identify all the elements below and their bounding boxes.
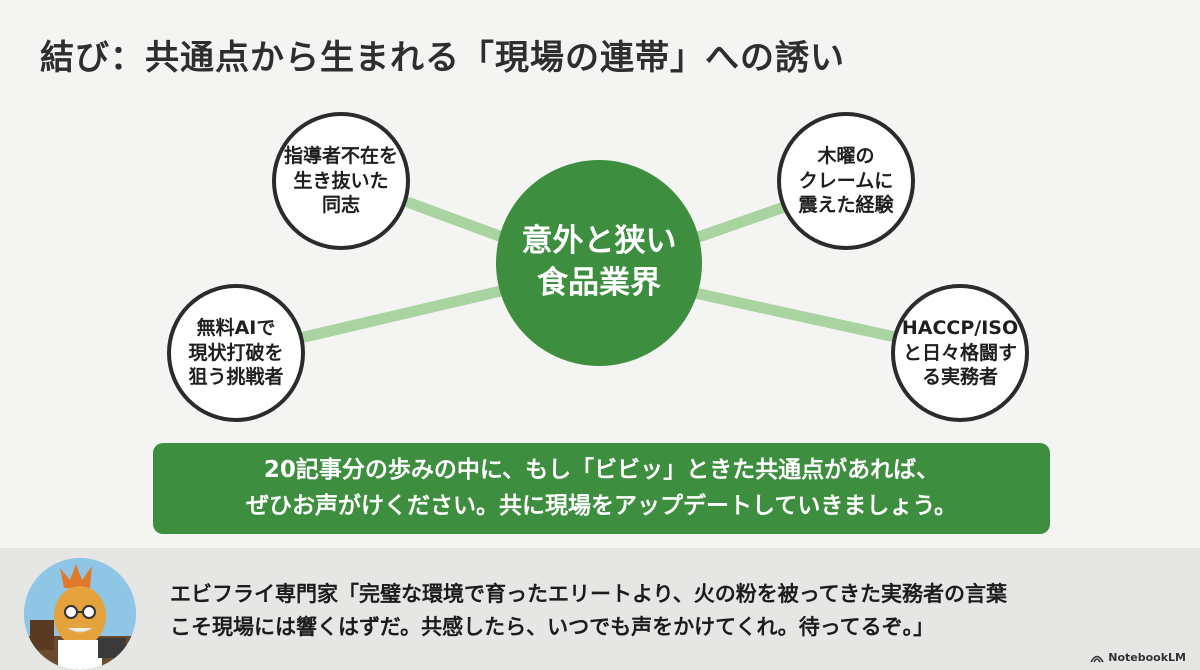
expert-quote: エビフライ専門家「完璧な環境で育ったエリートより、火の粉を被ってきた実務者の言葉… <box>170 578 1170 643</box>
brand-label: NotebookLM <box>1108 651 1186 664</box>
connector-bottom-right <box>689 287 901 343</box>
banner-line-1: 20記事分の歩みの中に、もし「ビビッ」ときた共通点があれば、 <box>263 456 940 483</box>
brand-watermark: NotebookLM <box>1090 651 1186 664</box>
connector-top-right <box>684 199 796 246</box>
footer-caption: エビフライ専門家「完璧な環境で育ったエリートより、火の粉を被ってきた実務者の言葉… <box>0 548 1200 670</box>
connector-lines <box>294 197 901 344</box>
center-node: 意外と狭い 食品業界 <box>496 160 702 366</box>
connector-bottom-left <box>294 284 511 344</box>
slide-title: 結び：共通点から生まれる「現場の連帯」への誘い <box>40 38 845 78</box>
connector-top-left <box>404 197 516 246</box>
ebi-fry-expert-avatar-icon <box>24 558 136 670</box>
node-bottom-right: HACCP/ISO と日々格闘す る実務者 <box>891 284 1029 422</box>
slide: 結び：共通点から生まれる「現場の連帯」への誘い 指導者不在を 生き抜いた 同志 … <box>40 38 1050 534</box>
quote-line-2: こそ現場には響くはずだ。共感したら、いつでも声をかけてくれ。待ってるぞ。」 <box>170 614 935 639</box>
node-bottom-left: 無料AIで 現状打破を 狙う挑戦者 <box>167 284 305 422</box>
banner-line-2: ぜひお声がけください。共に現場をアップデートしていきましょう。 <box>246 492 957 519</box>
notebooklm-logo-icon <box>1090 655 1104 662</box>
quote-line-1: エビフライ専門家「完璧な環境で育ったエリートより、火の粉を被ってきた実務者の言葉 <box>170 582 1008 606</box>
node-top-left: 指導者不在を 生き抜いた 同志 <box>272 112 410 250</box>
node-top-right: 木曜の クレームに 震えた経験 <box>777 112 915 250</box>
call-to-action-banner: 20記事分の歩みの中に、もし「ビビッ」ときた共通点があれば、 ぜひお声がけくださ… <box>153 443 1050 534</box>
